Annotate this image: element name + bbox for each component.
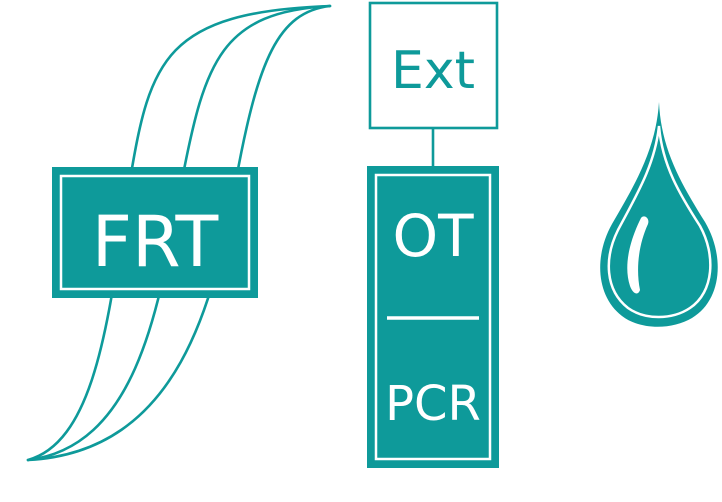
frt-box: FRT	[52, 167, 258, 298]
ext-label: Ext	[391, 41, 475, 101]
ot-pcr-box: OT PCR	[367, 166, 499, 468]
pcr-label: PCR	[385, 376, 481, 432]
drop-highlight	[627, 216, 649, 294]
frt-label: FRT	[92, 201, 219, 283]
water-drop-icon	[600, 102, 718, 327]
ot-label: OT	[392, 202, 474, 270]
drop-inner-outline	[607, 125, 712, 319]
ext-box: Ext	[368, 1, 499, 130]
